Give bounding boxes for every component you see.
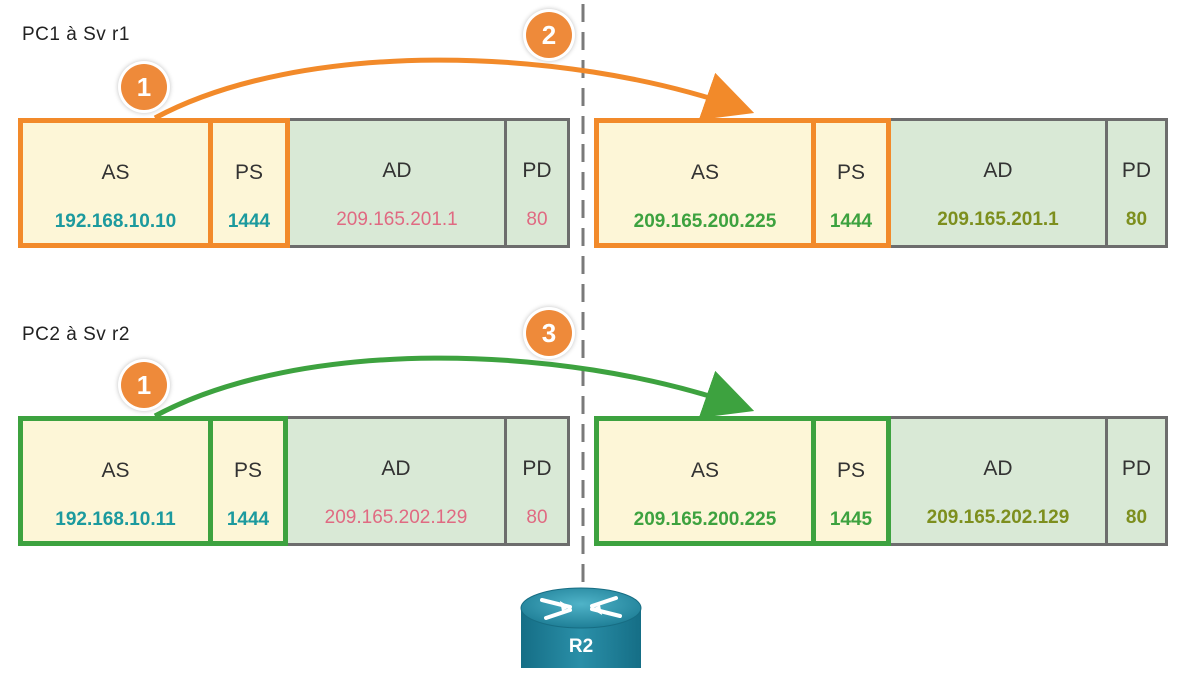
field-value: 209.165.200.225 [633, 509, 777, 530]
field-source-address: AS 209.165.200.225 [594, 416, 816, 546]
field-header: PD [522, 159, 552, 182]
field-value: 80 [526, 507, 548, 528]
step-badge: 3 [526, 310, 572, 356]
field-header: AD [382, 159, 412, 182]
field-value: 192.168.10.10 [54, 211, 177, 232]
field-value: 1445 [829, 509, 873, 530]
step-badge: 1 [121, 362, 167, 408]
field-value: 209.165.201.1 [336, 209, 458, 230]
router-label: R2 [568, 636, 594, 657]
flow-1-title: PC1 à Sv r1 [22, 24, 130, 45]
field-value: 80 [526, 209, 548, 230]
flow-1-outside-packet: AS 209.165.200.225 PS 1444 AD 209.165.20… [594, 118, 1168, 248]
flow-1-arrow [153, 57, 755, 121]
field-header: PD [522, 457, 552, 480]
field-dest-address: AD 209.165.201.1 [888, 118, 1108, 248]
field-value: 1444 [829, 211, 873, 232]
field-header: PS [836, 459, 865, 482]
field-dest-port: PD 80 [504, 416, 570, 546]
field-value: 192.168.10.11 [55, 509, 176, 530]
field-source-address: AS 209.165.200.225 [594, 118, 816, 248]
field-header: AD [381, 457, 411, 480]
field-header: AS [101, 459, 130, 482]
field-value: 1444 [227, 211, 271, 232]
flow-1-inside-packet: AS 192.168.10.10 PS 1444 AD 209.165.201.… [18, 118, 570, 248]
field-value: 1444 [226, 509, 270, 530]
field-header: PD [1121, 457, 1152, 480]
field-value: 209.165.200.225 [633, 211, 777, 232]
field-header: PS [836, 161, 865, 184]
field-value: 209.165.202.129 [324, 507, 468, 528]
flow-2-title: PC2 à Sv r2 [22, 324, 130, 345]
field-source-port: PS 1444 [208, 118, 290, 248]
router-icon: R2 [518, 586, 644, 668]
field-header: AD [983, 457, 1013, 480]
field-header: PS [234, 161, 263, 184]
field-value: 80 [1125, 209, 1148, 230]
field-header: PS [233, 459, 262, 482]
flow-2-arrow [153, 355, 755, 419]
step-badge: 2 [526, 12, 572, 58]
field-header: AS [101, 161, 130, 184]
field-dest-port: PD 80 [504, 118, 570, 248]
field-source-port: PS 1444 [811, 118, 891, 248]
field-header: AD [983, 159, 1013, 182]
field-value: 209.165.202.129 [926, 507, 1070, 528]
field-header: AS [690, 161, 719, 184]
field-source-port: PS 1445 [811, 416, 891, 546]
flow-2-outside-packet: AS 209.165.200.225 PS 1445 AD 209.165.20… [594, 416, 1168, 546]
field-dest-address: AD 209.165.202.129 [888, 416, 1108, 546]
field-header: PD [1121, 159, 1152, 182]
field-dest-address: AD 209.165.201.1 [287, 118, 507, 248]
field-value: 80 [1125, 507, 1148, 528]
field-source-port: PS 1444 [208, 416, 288, 546]
field-header: AS [690, 459, 719, 482]
flow-2-inside-packet: AS 192.168.10.11 PS 1444 AD 209.165.202.… [18, 416, 570, 546]
field-dest-port: PD 80 [1105, 416, 1168, 546]
field-value: 209.165.201.1 [937, 209, 1059, 230]
step-badge: 1 [121, 64, 167, 110]
field-dest-port: PD 80 [1105, 118, 1168, 248]
